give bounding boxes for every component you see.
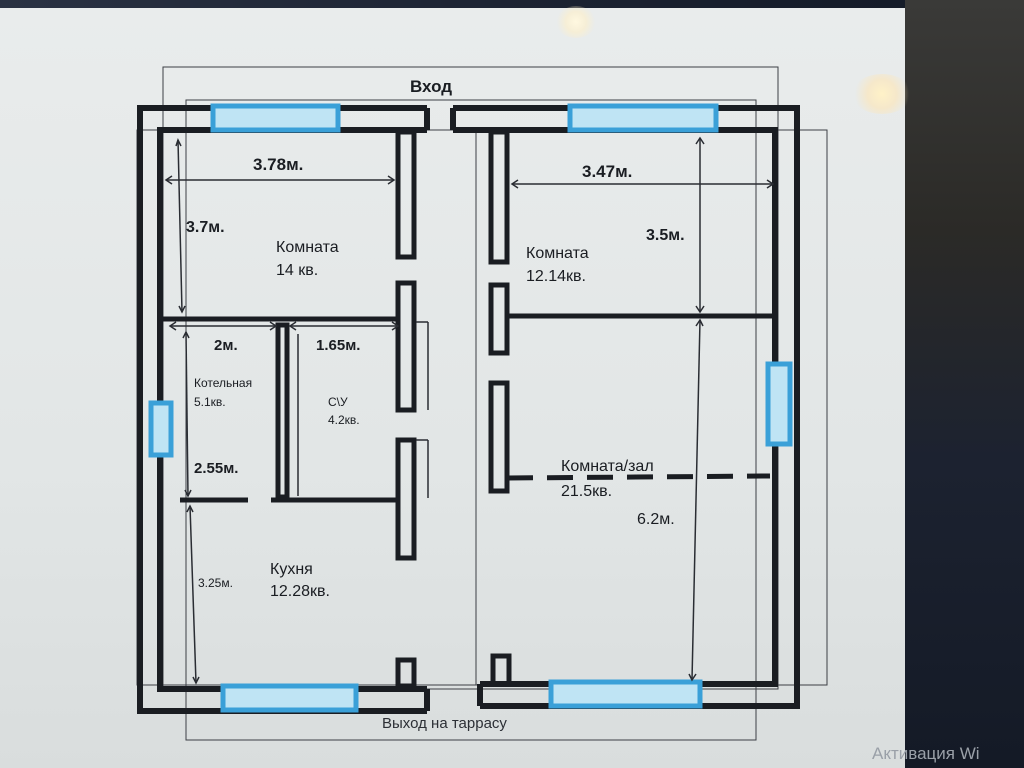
interior-walls [275, 129, 512, 689]
hall-area: 21.5кв. [561, 483, 612, 500]
room2-area: 12.14кв. [526, 268, 586, 285]
boiler-width: 2м. [214, 337, 238, 354]
boiler-area: 5.1кв. [194, 395, 226, 409]
room1-area: 14 кв. [276, 262, 318, 279]
partition-lines [163, 313, 773, 503]
windows [148, 103, 793, 713]
entrance-label: Вход [410, 77, 452, 96]
hall-dashed-line [506, 473, 771, 481]
hall-name: Комната/зал [561, 458, 654, 475]
room2-width: 3.47м. [582, 162, 632, 181]
room2-name: Комната [526, 245, 589, 262]
dimension-lines [164, 136, 775, 685]
boiler-name: Котельная [194, 376, 252, 390]
window-bottom-right [548, 679, 703, 709]
kitchen-area: 12.28кв. [270, 583, 330, 600]
bathroom-name: С\У [328, 395, 348, 409]
outline-boxes [136, 66, 828, 741]
room1-name: Комната [276, 239, 339, 256]
window-bottom-left [220, 683, 359, 713]
kitchen-name: Кухня [270, 561, 313, 578]
windows-activation-watermark: Активация Wi [872, 744, 980, 763]
room1-width: 3.78м. [253, 155, 303, 174]
bathroom-area: 4.2кв. [328, 413, 360, 427]
light-glare [556, 6, 596, 38]
exit-terrace-label: Выход на таррасу [382, 715, 507, 732]
bathroom-width: 1.65м. [316, 337, 360, 354]
window-top-right [567, 103, 719, 133]
kitchen-height: 3.25м. [198, 576, 233, 590]
room-background-right [905, 0, 1024, 768]
boiler-height: 2.55м. [194, 460, 238, 477]
window-left [148, 400, 174, 458]
light-glare [852, 74, 912, 114]
hall-height: 6.2м. [637, 511, 675, 528]
window-right [765, 361, 793, 447]
monitor-screen [0, 8, 905, 768]
room2-height: 3.5м. [646, 227, 685, 244]
room1-height: 3.7м. [186, 219, 225, 236]
window-top-left [210, 103, 341, 133]
